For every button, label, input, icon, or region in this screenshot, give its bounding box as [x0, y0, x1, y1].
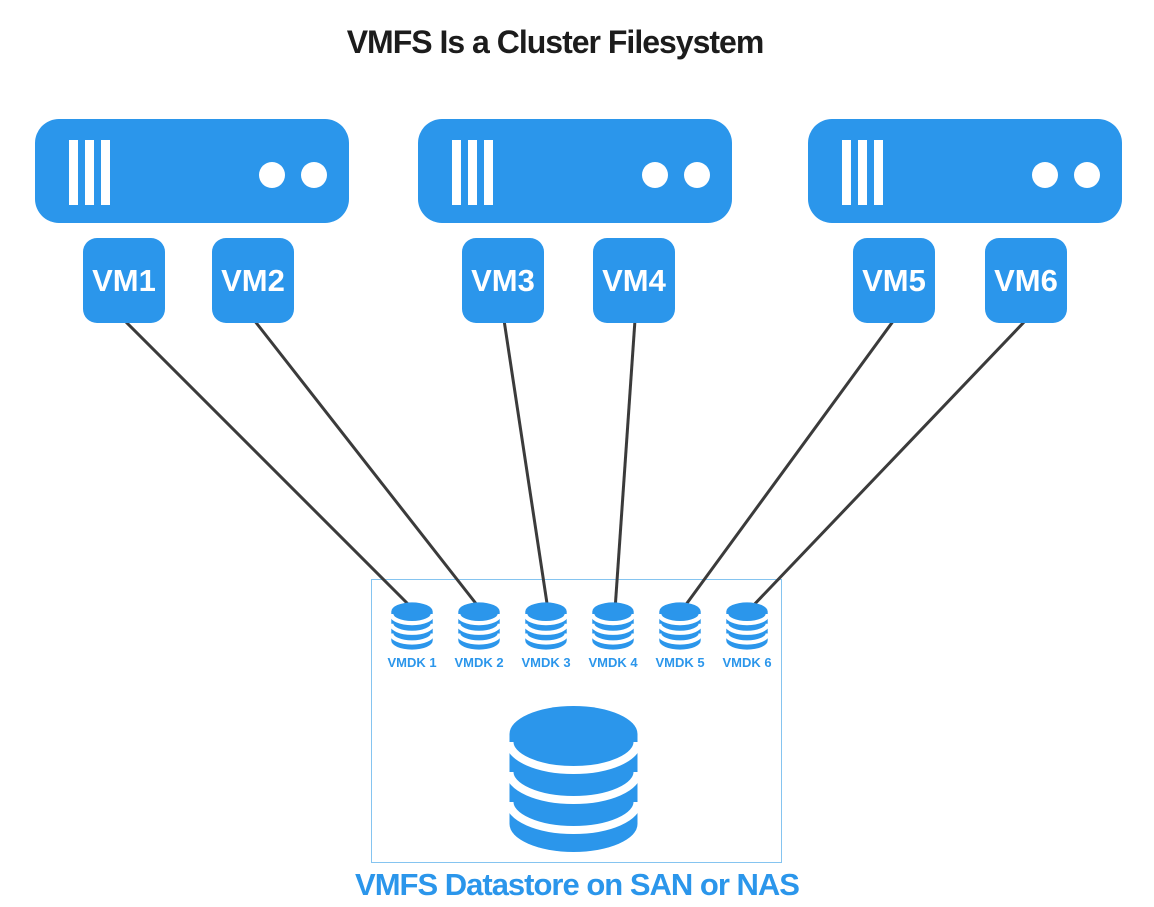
connector-line-vm4 [613, 319, 637, 611]
vm-label: VM1 [92, 262, 156, 298]
vent-bar-icon [858, 140, 867, 205]
connector-line-vm5 [680, 319, 896, 611]
vm-node: VM4 [593, 238, 675, 323]
vm-node: VM2 [212, 238, 294, 323]
led-dot-icon [684, 162, 710, 188]
host-server-icon [418, 119, 732, 223]
database-disk-icon [725, 602, 769, 650]
vm-node: VM3 [462, 238, 544, 323]
vm-label: VM5 [862, 262, 926, 298]
vent-bar-icon [468, 140, 477, 205]
led-dot-icon [301, 162, 327, 188]
vm-label: VM2 [221, 262, 285, 298]
host-server-icon [808, 119, 1122, 223]
host-server-icon [35, 119, 349, 223]
vmdk-label: VMDK 3 [521, 655, 571, 670]
vent-bar-icon [452, 140, 461, 205]
connector-line-vm1 [122, 318, 416, 612]
datastore-boundary [371, 579, 782, 863]
vm-node: VM5 [853, 238, 935, 323]
vmdk-item: VMDK 2 [445, 601, 513, 670]
database-disk-icon [524, 602, 568, 650]
vent-bar-icon [874, 140, 883, 205]
database-disk-icon [505, 706, 642, 852]
vmdk-label: VMDK 4 [588, 655, 638, 670]
vmdk-label: VMDK 5 [655, 655, 705, 670]
database-disk-icon [390, 602, 434, 650]
vm-label: VM6 [994, 262, 1058, 298]
vmdk-item: VMDK 4 [579, 601, 647, 670]
vmdk-item: VMDK 1 [378, 601, 446, 670]
connector-line-vm3 [502, 319, 550, 611]
vmdk-item: VMDK 5 [646, 601, 714, 670]
vm-label: VM3 [471, 262, 535, 298]
database-disk-icon [457, 602, 501, 650]
connector-line-vm6 [747, 318, 1028, 612]
vm-node: VM1 [83, 238, 165, 323]
diagram-title: VMFS Is a Cluster Filesystem [346, 24, 765, 60]
vmdk-label: VMDK 2 [454, 655, 504, 670]
vmdk-label: VMDK 1 [387, 655, 437, 670]
vmdk-item: VMDK 3 [512, 601, 580, 670]
database-disk-icon [591, 602, 635, 650]
vent-bar-icon [69, 140, 78, 205]
led-dot-icon [259, 162, 285, 188]
vmdk-item: VMDK 6 [713, 601, 781, 670]
vent-bar-icon [484, 140, 493, 205]
vent-bar-icon [101, 140, 110, 205]
server-vent-bars-icon [69, 140, 110, 205]
database-disk-icon [658, 602, 702, 650]
vm-node: VM6 [985, 238, 1067, 323]
datastore-label: VMFS Datastore on SAN or NAS [355, 867, 800, 902]
vm-label: VM4 [602, 262, 666, 298]
connector-line-vm2 [252, 319, 483, 611]
server-vent-bars-icon [842, 140, 883, 205]
led-dot-icon [642, 162, 668, 188]
server-vent-bars-icon [452, 140, 493, 205]
led-dot-icon [1032, 162, 1058, 188]
vent-bar-icon [842, 140, 851, 205]
vmdk-label: VMDK 6 [722, 655, 772, 670]
vent-bar-icon [85, 140, 94, 205]
led-dot-icon [1074, 162, 1100, 188]
